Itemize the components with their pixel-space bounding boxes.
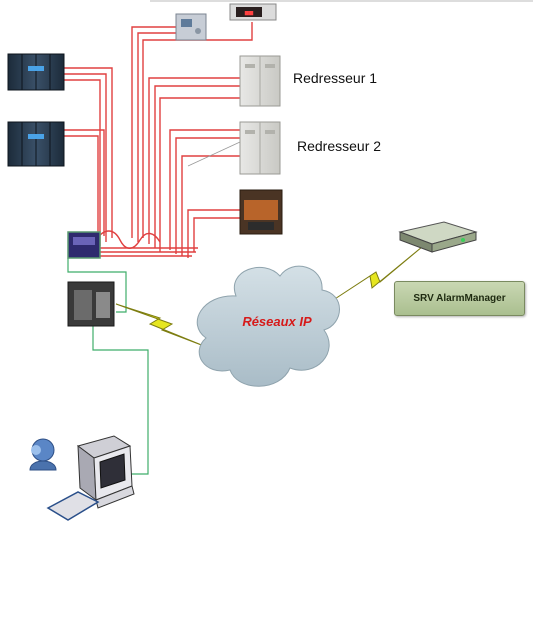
ups-cabinet-icon xyxy=(7,121,65,167)
svg-text:■■: ■■ xyxy=(245,9,254,17)
temperature-display-icon: ■■ xyxy=(229,3,277,21)
cloud-icon xyxy=(196,265,340,387)
server-appliance-icon xyxy=(398,221,478,253)
rectifier-cabinet-icon xyxy=(239,55,281,107)
server-box: SRV AlarmManager xyxy=(394,281,525,316)
lightning-icon xyxy=(115,303,205,347)
network-switch-icon xyxy=(67,281,115,327)
rectifier-1-label: Redresseur 1 xyxy=(293,70,378,86)
rectifier-2-label: Redresseur 2 xyxy=(297,138,382,154)
data-cables xyxy=(67,258,149,475)
generator-icon xyxy=(239,189,283,235)
rectifier-cabinet-icon xyxy=(239,121,281,175)
power-cables xyxy=(64,22,253,258)
server-label: SRV AlarmManager xyxy=(413,293,506,304)
control-panel-icon xyxy=(175,13,207,41)
operator-icon xyxy=(29,438,57,471)
aux-cable xyxy=(187,141,241,167)
alarm-controller-icon xyxy=(67,231,101,259)
ups-cabinet-icon xyxy=(7,53,65,91)
workstation-icon xyxy=(46,435,135,521)
network-label: Réseaux IP xyxy=(242,314,312,329)
